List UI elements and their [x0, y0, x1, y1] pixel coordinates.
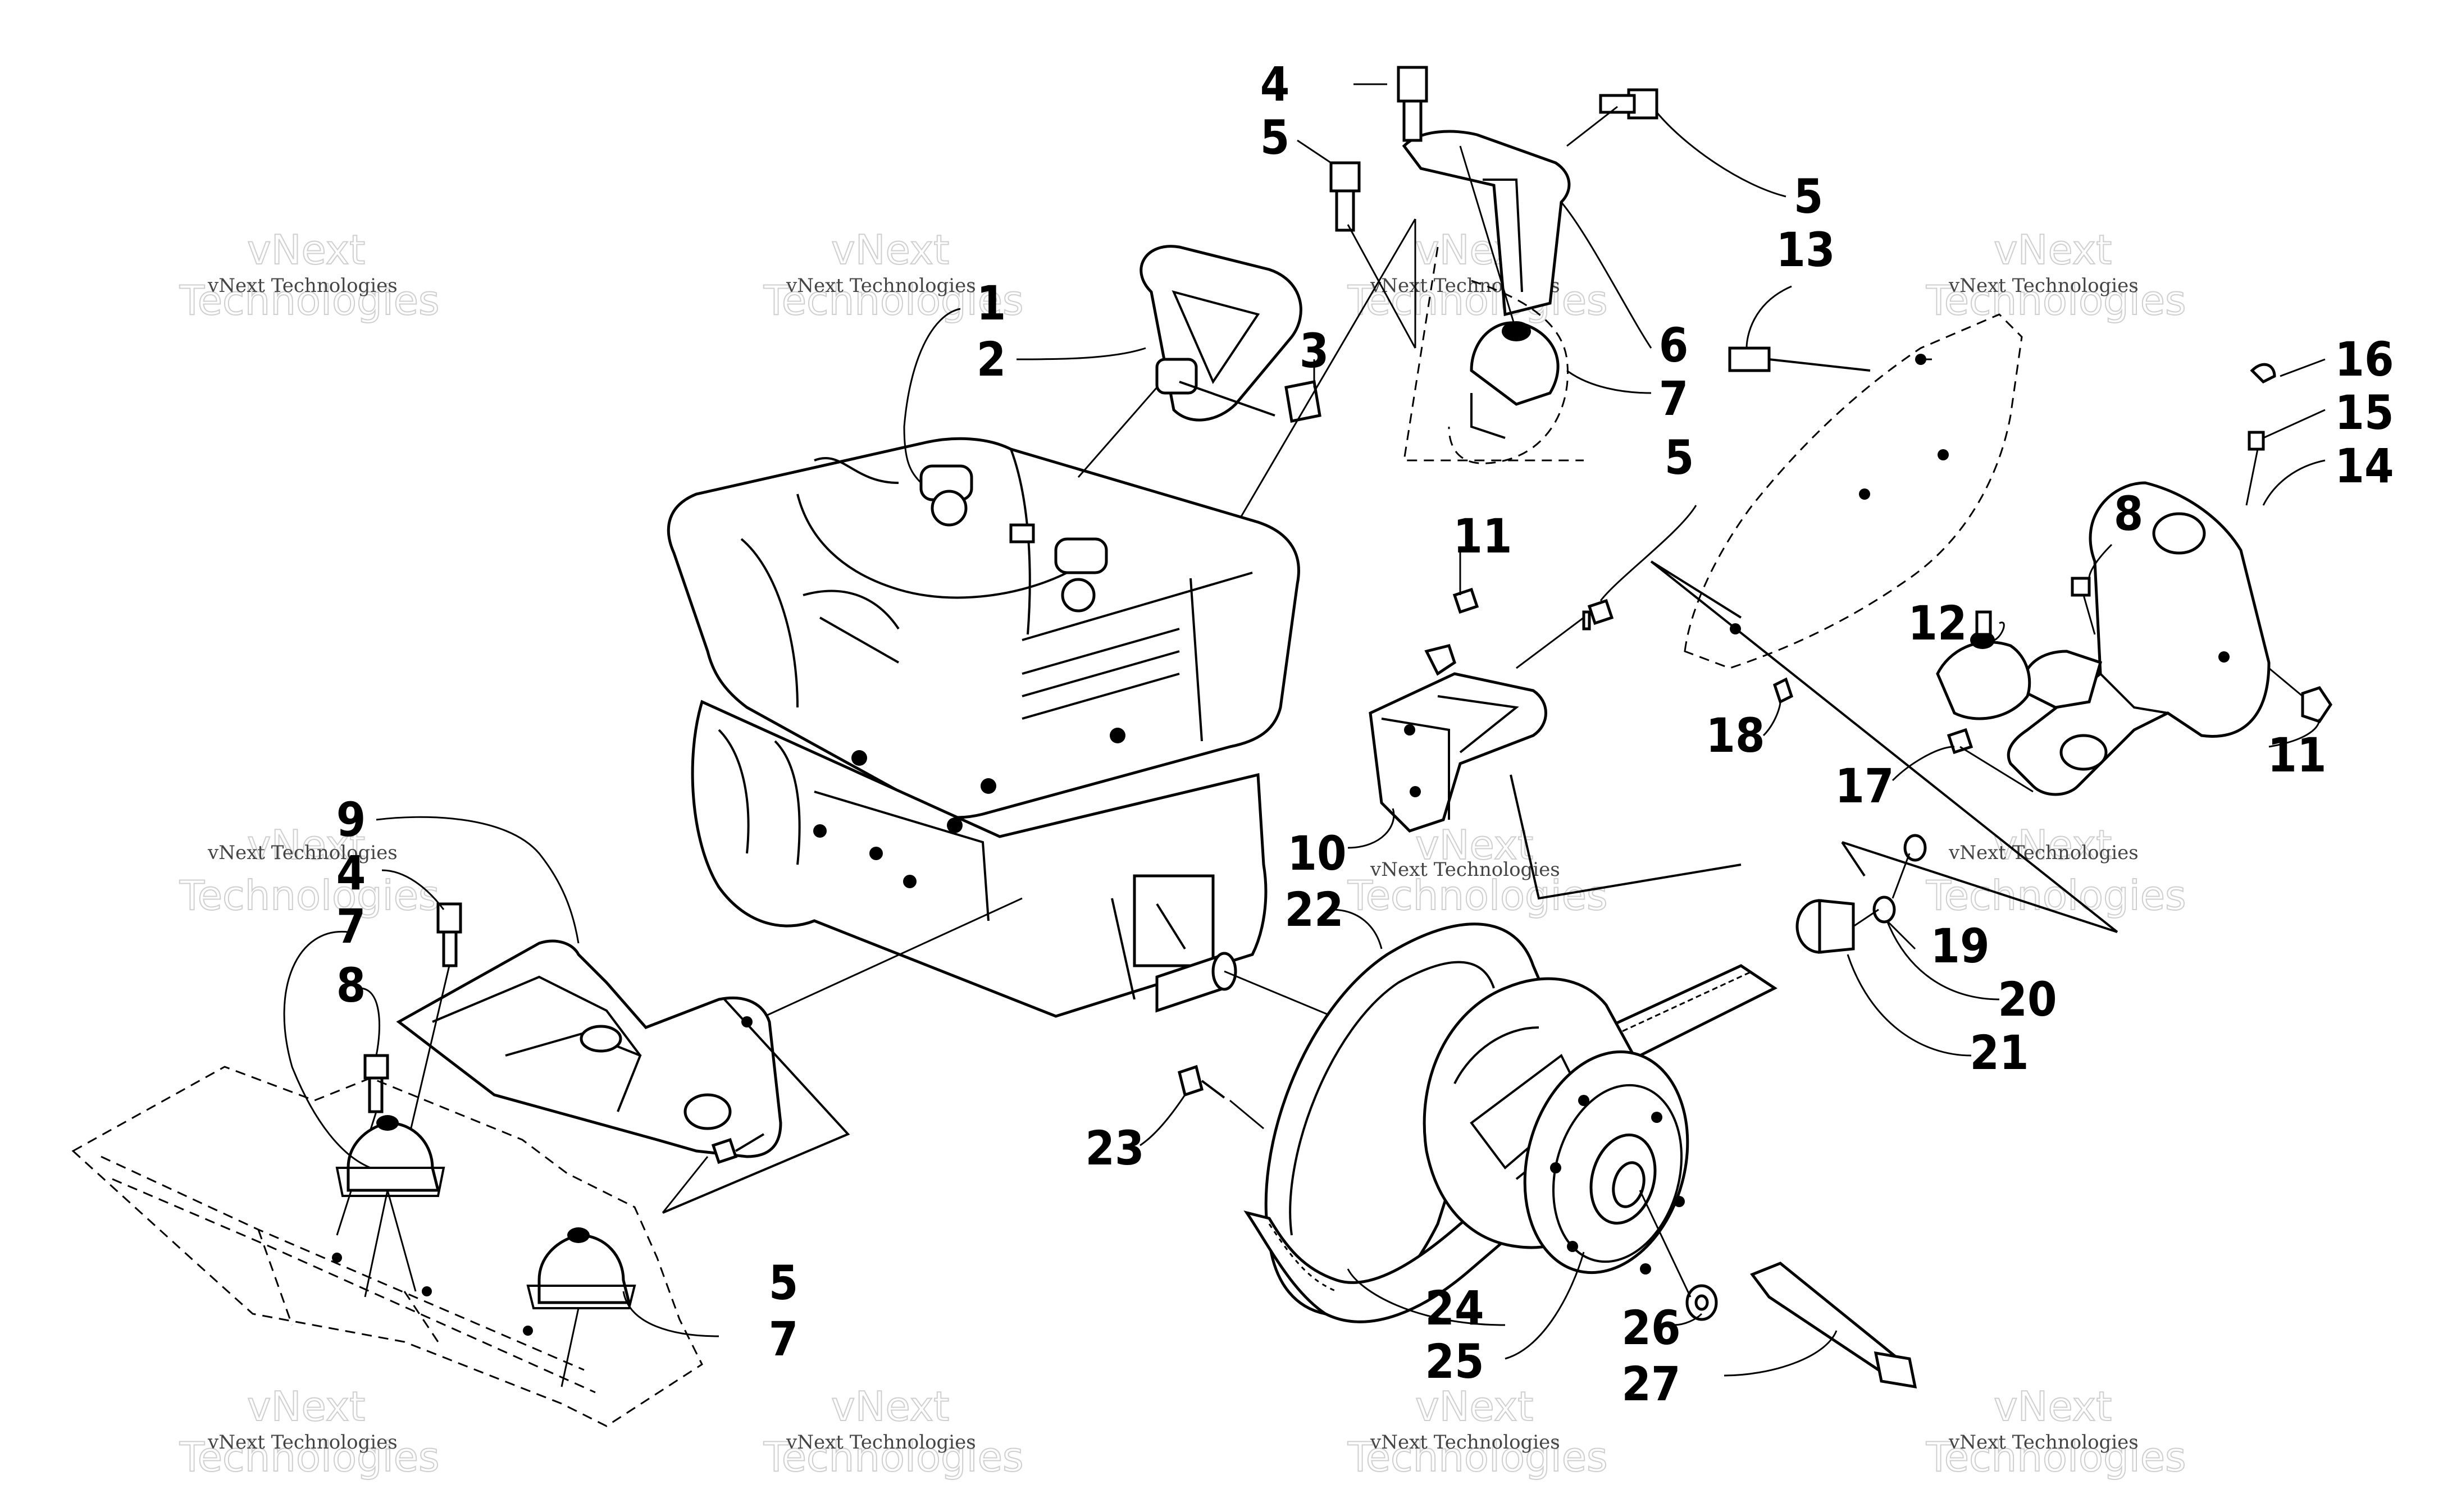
- label-27: 27: [1621, 1356, 1680, 1411]
- label-5d: 5: [769, 1255, 799, 1310]
- label-5: 5: [1260, 110, 1290, 165]
- svg-text:vNext Technologies: vNext Technologies: [207, 275, 398, 297]
- label-10: 10: [1287, 826, 1346, 881]
- label-17: 17: [1835, 759, 1894, 814]
- part-labels: 1 2 3 4 5 5 6 7 13 16 15 14 5 11 8 12 11…: [336, 57, 2394, 1411]
- svg-text:vNext: vNext: [1994, 821, 2112, 869]
- label-8b: 8: [336, 958, 366, 1013]
- label-21: 21: [1970, 1025, 2029, 1080]
- label-14: 14: [2335, 438, 2394, 494]
- drive-clutch: [1178, 922, 1917, 1389]
- svg-text:Technologies: Technologies: [1347, 1433, 1608, 1481]
- svg-text:vNext Technologies: vNext Technologies: [1370, 1431, 1560, 1454]
- label-12: 12: [1908, 596, 1967, 651]
- label-15: 15: [2335, 385, 2394, 440]
- label-13: 13: [1776, 222, 1835, 277]
- label-5c: 5: [1665, 430, 1694, 485]
- label-4b: 4: [336, 846, 366, 901]
- label-20: 20: [1998, 972, 2057, 1027]
- watermark-11: vNext Technologies vNext Technologies: [1347, 1382, 1608, 1481]
- watermark-10: vNext Technologies vNext Technologies: [763, 1382, 1024, 1481]
- front-bracket: [1369, 599, 1742, 900]
- svg-text:Technologies: Technologies: [1347, 277, 1608, 324]
- svg-text:vNext: vNext: [1994, 226, 2112, 273]
- watermark-9: vNext Technologies vNext Technologies: [179, 1382, 440, 1481]
- label-11: 11: [1453, 509, 1512, 564]
- leader-lines: [283, 83, 2326, 1377]
- svg-text:Technologies: Technologies: [1926, 1433, 2186, 1481]
- svg-text:vNext Technologies: vNext Technologies: [207, 842, 398, 864]
- svg-text:vNext: vNext: [1415, 821, 1533, 869]
- watermark-12: vNext Technologies vNext Technologies: [1925, 1382, 2187, 1481]
- svg-text:vNext Technologies: vNext Technologies: [1370, 858, 1560, 881]
- watermark-5: vNext Technologies vNext Technologies: [179, 821, 440, 920]
- primer-handle: [1077, 245, 1321, 478]
- left-mount-bracket: [336, 902, 850, 1236]
- watermark-7: vNext Technologies vNext Technologies: [1347, 821, 1608, 920]
- svg-text:Technologies: Technologies: [179, 1433, 440, 1481]
- right-bracket-assembly: [1452, 313, 2333, 954]
- watermark-1: vNext Technologies vNext Technologies: [179, 226, 440, 325]
- label-11b: 11: [2267, 728, 2326, 783]
- svg-text:vNext: vNext: [831, 226, 949, 273]
- svg-text:vNext Technologies: vNext Technologies: [1948, 1431, 2139, 1454]
- label-16: 16: [2335, 332, 2394, 387]
- label-22: 22: [1284, 882, 1343, 937]
- svg-text:vNext: vNext: [247, 1383, 365, 1430]
- label-4: 4: [1260, 57, 1290, 112]
- svg-text:vNext: vNext: [1415, 1383, 1533, 1430]
- watermark-3: vNext Technologies vNext Technologies: [1347, 226, 1608, 325]
- label-26: 26: [1621, 1300, 1680, 1355]
- svg-text:vNext Technologies: vNext Technologies: [786, 1431, 976, 1454]
- svg-text:Technologies: Technologies: [763, 277, 1024, 324]
- label-7c: 7: [769, 1312, 799, 1367]
- svg-text:vNext Technologies: vNext Technologies: [786, 275, 976, 297]
- label-8: 8: [2114, 486, 2144, 541]
- label-2: 2: [977, 332, 1006, 387]
- svg-text:Technologies: Technologies: [179, 277, 440, 324]
- svg-text:Technologies: Technologies: [179, 872, 440, 919]
- label-5b: 5: [1794, 169, 1824, 224]
- svg-text:Technologies: Technologies: [1926, 277, 2186, 324]
- svg-text:vNext Technologies: vNext Technologies: [207, 1431, 398, 1454]
- label-19: 19: [1930, 919, 1989, 974]
- label-7b: 7: [336, 899, 366, 954]
- engine: [667, 437, 1300, 1018]
- svg-text:vNext: vNext: [831, 1383, 949, 1430]
- svg-text:vNext Technologies: vNext Technologies: [1948, 842, 2139, 864]
- watermark-4: vNext Technologies vNext Technologies: [1925, 226, 2187, 325]
- watermark-8: vNext Technologies vNext Technologies: [1925, 821, 2187, 920]
- label-7: 7: [1659, 371, 1689, 426]
- label-23: 23: [1085, 1121, 1144, 1176]
- svg-text:vNext Technologies: vNext Technologies: [1948, 275, 2139, 297]
- label-24: 24: [1425, 1281, 1484, 1336]
- label-25: 25: [1425, 1334, 1484, 1389]
- label-6: 6: [1659, 318, 1689, 373]
- label-3: 3: [1300, 323, 1329, 378]
- watermark-2: vNext Technologies vNext Technologies: [763, 226, 1024, 325]
- svg-text:Technologies: Technologies: [1347, 872, 1608, 919]
- svg-text:vNext: vNext: [247, 226, 365, 273]
- chassis-frame: [71, 1066, 703, 1427]
- label-9: 9: [336, 792, 366, 847]
- watermarks: vNext Technologies vNext Technologies vN…: [179, 226, 2187, 1481]
- top-mount-assembly: [1240, 66, 1658, 517]
- svg-text:vNext: vNext: [1994, 1383, 2112, 1430]
- svg-text:Technologies: Technologies: [763, 1433, 1024, 1481]
- label-18: 18: [1706, 708, 1765, 763]
- svg-text:vNext: vNext: [247, 821, 365, 869]
- label-1: 1: [977, 276, 1006, 331]
